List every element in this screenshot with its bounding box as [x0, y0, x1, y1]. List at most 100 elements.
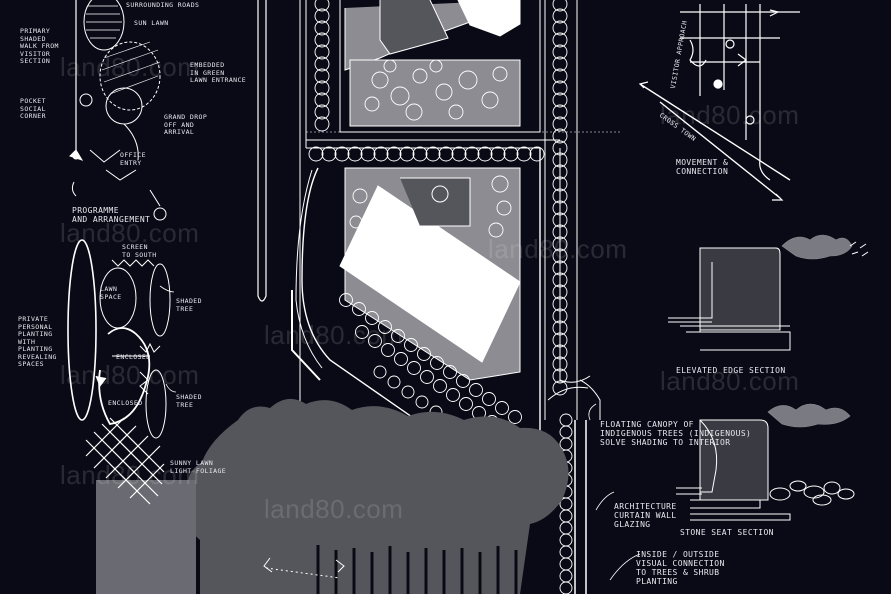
tree-canopy	[552, 56, 568, 72]
tree-canopy	[314, 68, 330, 84]
tree-canopy	[552, 80, 568, 96]
tree-canopy	[552, 368, 568, 384]
tree-canopy	[552, 212, 568, 228]
tree-canopy	[386, 146, 402, 162]
tree-canopy	[503, 146, 519, 162]
tree-canopy	[321, 146, 337, 162]
tree-canopy	[552, 44, 568, 60]
tree-canopy	[552, 164, 568, 180]
main-building	[339, 185, 521, 363]
tree-canopy	[552, 128, 568, 144]
tree-canopy	[381, 343, 395, 357]
tree-canopy	[401, 385, 415, 399]
site-plan	[257, 0, 620, 594]
note-sun-lawn: SUN LAWN	[134, 19, 169, 27]
tree-canopy	[552, 32, 568, 48]
tree-canopy	[415, 395, 429, 409]
note-layer-bottom: SUNNY LAWN LIGHT FOLIAGE	[170, 459, 227, 475]
tree-canopy	[373, 146, 389, 162]
tree-canopy	[559, 545, 573, 559]
tree-canopy	[435, 83, 453, 101]
tree-canopy	[552, 116, 568, 132]
note-pocket-corner: POCKET SOCIAL CORNER	[20, 97, 46, 120]
tree-trunks	[316, 545, 518, 594]
tree-canopy	[360, 146, 376, 162]
tree-canopy	[552, 344, 568, 360]
tree-canopy	[412, 68, 428, 84]
tree-canopy	[417, 347, 431, 361]
tree-canopy	[559, 509, 573, 523]
tree-canopy	[314, 20, 330, 36]
tree-canopy	[469, 383, 483, 397]
tree-canopy	[368, 334, 382, 348]
tree-canopy	[559, 581, 573, 594]
tree-canopy	[482, 392, 496, 406]
tree-canopy	[552, 356, 568, 372]
note-layer-upper: LAWN SPACE	[100, 285, 122, 301]
annotation-leaders	[159, 285, 641, 581]
tree-canopy	[373, 365, 387, 379]
tree-canopy	[552, 200, 568, 216]
tree-canopy	[552, 308, 568, 324]
tree-canopy	[552, 188, 568, 204]
tree-canopy	[552, 224, 568, 240]
tree-canopy	[443, 365, 457, 379]
note-surrounding-roads: SURROUNDING ROADS	[126, 1, 200, 9]
tree-canopy	[394, 352, 408, 366]
tree-canopy	[405, 103, 423, 121]
tree-canopy	[352, 302, 366, 316]
tree-canopy	[314, 56, 330, 72]
note-primary-walk: PRIMARY SHADED WALK FROM VISITOR SECTION	[20, 27, 59, 65]
mesh-grid	[85, 417, 165, 505]
tree-canopy	[477, 146, 493, 162]
note-elevated-edge: ELEVATED EDGE SECTION	[676, 366, 786, 375]
tree-canopy	[516, 146, 532, 162]
tree-canopy	[552, 236, 568, 252]
tree-canopy	[456, 374, 470, 388]
tree-canopy	[314, 44, 330, 60]
tree-canopy	[552, 68, 568, 84]
tree-canopy	[430, 356, 444, 370]
tree-canopy	[371, 71, 389, 89]
tree-canopy	[438, 146, 454, 162]
tree-canopy	[559, 533, 573, 547]
tree-canopy	[559, 557, 573, 571]
tree-canopy	[314, 104, 330, 120]
movement-diagram	[638, 4, 800, 201]
tree-canopy	[492, 66, 508, 82]
note-layer-lower: ENCLOSED	[108, 399, 143, 407]
upper-building	[457, 0, 521, 37]
tree-canopy	[490, 146, 506, 162]
tree-canopy	[420, 370, 434, 384]
tree-canopy	[491, 175, 509, 193]
tree-canopy	[508, 410, 522, 424]
tree-canopy	[314, 92, 330, 108]
tree-canopy	[378, 320, 392, 334]
tree-canopy	[559, 413, 573, 427]
tree-canopy	[552, 248, 568, 264]
tree-canopy	[364, 96, 380, 112]
tree-canopy	[314, 116, 330, 132]
tree-silhouette	[96, 398, 569, 594]
note-architecture-glazing: ARCHITECTURE CURTAIN WALL GLAZING	[614, 502, 677, 529]
tree-canopy	[552, 0, 568, 12]
tree-canopy	[481, 91, 499, 109]
tree-canopy	[552, 8, 568, 24]
tree-canopy	[314, 0, 330, 12]
tree-canopy	[407, 361, 421, 375]
tree-canopy	[559, 437, 573, 451]
note-movement: MOVEMENT & CONNECTION	[676, 158, 729, 176]
tree-canopy	[559, 425, 573, 439]
tree-canopy	[412, 146, 428, 162]
note-programme-details: PRIVATE PERSONAL PLANTING WITH PLANTING …	[18, 315, 57, 368]
tree-canopy	[314, 8, 330, 24]
tree-canopy	[495, 401, 509, 415]
note-programme-heading: PROGRAMME AND ARRANGEMENT	[72, 206, 151, 224]
tree-canopy	[446, 388, 460, 402]
tree-canopy	[552, 140, 568, 156]
tree-canopy	[391, 329, 405, 343]
tree-canopy	[347, 146, 363, 162]
tree-canopy	[314, 32, 330, 48]
note-inside-outside: INSIDE / OUTSIDE VISUAL CONNECTION TO TR…	[636, 550, 725, 586]
